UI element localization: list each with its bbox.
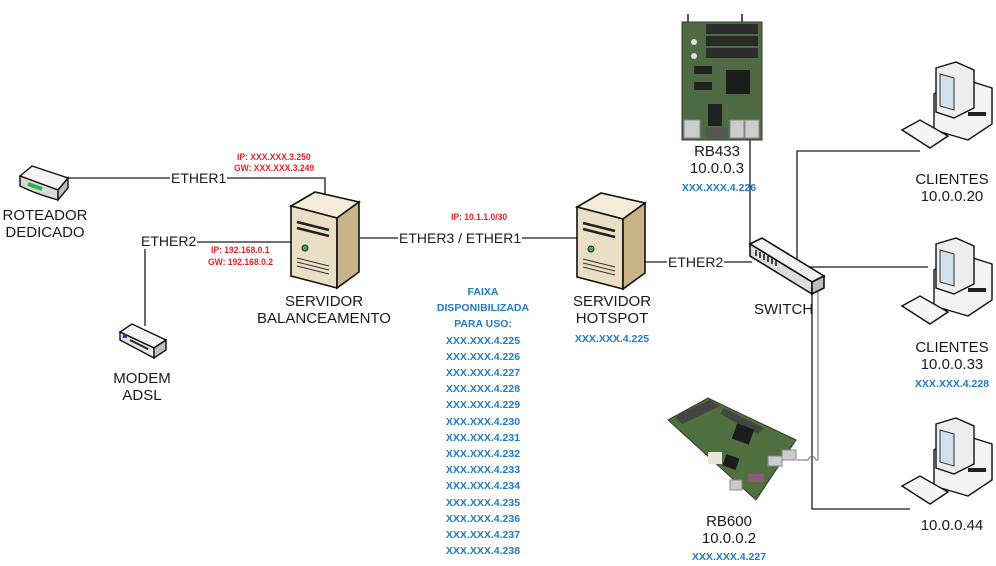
hotspot-label: SERVIDOR HOTSPOT bbox=[573, 293, 651, 327]
rb433-ip: 10.0.0.3 bbox=[689, 160, 745, 177]
client1-ip: 10.0.0.20 bbox=[920, 188, 984, 205]
link-switch-client3 bbox=[811, 290, 910, 510]
client2-ip: 10.0.0.33 bbox=[920, 356, 984, 373]
ip-range-item: XXX.XXX.4.228 bbox=[445, 383, 521, 396]
modem-label-line1: MODEM bbox=[113, 370, 171, 387]
network-switch-icon[interactable] bbox=[748, 237, 826, 296]
ether1-gateway: GW: XXX.XXX.3.249 bbox=[234, 163, 315, 174]
rb600-label: RB600 10.0.0.2 bbox=[702, 513, 756, 547]
balancer-label: SERVIDOR BALANCEAMENTO bbox=[257, 293, 391, 327]
rb600-public-ip: XXX.XXX.4.227 bbox=[691, 551, 767, 563]
routerboard-icon[interactable] bbox=[667, 397, 797, 501]
link-rb600-switch bbox=[797, 292, 819, 461]
rb433-name: RB433 bbox=[694, 143, 740, 160]
server-tower-icon[interactable] bbox=[574, 192, 647, 291]
client1-label: CLIENTES 10.0.0.20 bbox=[915, 171, 988, 205]
desktop-computer-icon[interactable] bbox=[900, 237, 993, 325]
ip-range-item: XXX.XXX.4.236 bbox=[445, 512, 521, 525]
ip-range-title-line1: FAIXA bbox=[467, 286, 499, 298]
client3-label: 10.0.0.44 bbox=[921, 517, 984, 534]
hotspot-ether2-label: ETHER2 bbox=[667, 254, 725, 270]
ip-range-item: XXX.XXX.4.234 bbox=[445, 480, 521, 493]
ip-range-item: XXX.XXX.4.229 bbox=[445, 399, 521, 412]
modem-icon[interactable] bbox=[118, 323, 168, 360]
balancer-label-line1: SERVIDOR bbox=[284, 293, 364, 310]
client3-ip: 10.0.0.44 bbox=[920, 517, 984, 534]
rb600-name: RB600 bbox=[706, 513, 752, 530]
rb433-public-ip: XXX.XXX.4.226 bbox=[681, 182, 757, 194]
balancer-hotspot-port-label: ETHER3 / ETHER1 bbox=[398, 230, 523, 246]
ip-range-item: XXX.XXX.4.235 bbox=[445, 496, 521, 509]
ip-range-title-line3: PARA USO: bbox=[454, 318, 512, 331]
ip-range-block: FAIXA DISPONIBILIZADA PARA USO: XXX.XXX.… bbox=[437, 284, 529, 559]
balancer-ether1-label: ETHER1 bbox=[170, 170, 228, 186]
ether2-gateway: GW: 192.168.0.2 bbox=[208, 257, 273, 268]
link-router-balancer bbox=[62, 177, 326, 197]
ip-range-item: XXX.XXX.4.226 bbox=[445, 350, 521, 363]
ip-range-title-line2: DISPONIBILIZADA bbox=[436, 302, 530, 315]
ip-range-item: XXX.XXX.4.238 bbox=[445, 545, 521, 558]
ip-range-item: XXX.XXX.4.227 bbox=[445, 367, 521, 380]
desktop-computer-icon[interactable] bbox=[900, 417, 993, 505]
client2-label: CLIENTES 10.0.0.33 bbox=[915, 339, 988, 373]
hotspot-label-line1: SERVIDOR bbox=[572, 293, 652, 310]
link-ip: IP: 10.1.1.0/30 bbox=[451, 212, 508, 223]
server-tower-icon[interactable] bbox=[288, 191, 361, 290]
router-icon[interactable] bbox=[18, 165, 70, 202]
ip-range-item: XXX.XXX.4.231 bbox=[445, 431, 521, 444]
routerboard-icon[interactable] bbox=[681, 14, 763, 141]
client2-public-ip: XXX.XXX.4.228 bbox=[914, 378, 990, 390]
rb433-label: RB433 10.0.0.3 bbox=[690, 143, 744, 177]
balancer-label-line2: BALANCEAMENTO bbox=[257, 310, 391, 327]
router-label-line1: ROTEADOR bbox=[2, 207, 88, 224]
hotspot-label-line2: HOTSPOT bbox=[575, 310, 649, 327]
ip-range-item: XXX.XXX.4.225 bbox=[445, 334, 521, 347]
ip-range-item: XXX.XXX.4.233 bbox=[445, 464, 521, 477]
ip-range-item: XXX.XXX.4.237 bbox=[445, 529, 521, 542]
client1-name: CLIENTES bbox=[915, 171, 989, 188]
modem-label-line2: ADSL bbox=[122, 387, 162, 404]
modem-label: MODEM ADSL bbox=[113, 370, 171, 404]
router-label: ROTEADOR DEDICADO bbox=[2, 207, 87, 241]
ip-range-item: XXX.XXX.4.230 bbox=[445, 415, 521, 428]
ip-range-item: XXX.XXX.4.232 bbox=[445, 448, 521, 461]
balancer-ether2-label: ETHER2 bbox=[140, 233, 198, 249]
link-switch-client1 bbox=[796, 150, 920, 259]
client2-name: CLIENTES bbox=[915, 339, 989, 356]
rb600-ip: 10.0.0.2 bbox=[701, 530, 757, 547]
router-label-line2: DEDICADO bbox=[5, 224, 85, 241]
ether1-ip: IP: XXX.XXX.3.250 bbox=[237, 152, 311, 163]
hotspot-public-ip: XXX.XXX.4.225 bbox=[574, 333, 650, 345]
desktop-computer-icon[interactable] bbox=[900, 61, 993, 149]
switch-label: SWITCH bbox=[754, 301, 814, 318]
ether2-ip: IP: 192.168.0.1 bbox=[211, 245, 270, 256]
